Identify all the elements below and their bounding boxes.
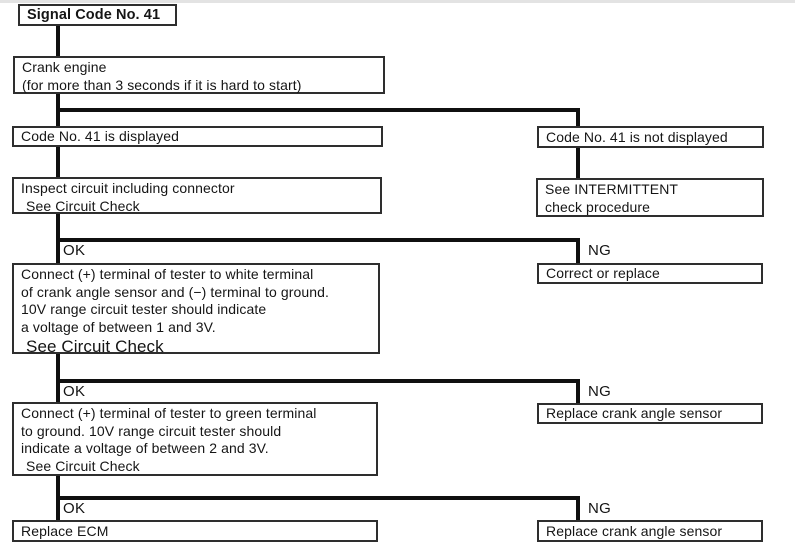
node-text-line: indicate a voltage of between 2 and 3V. [21,440,269,456]
node-text-line: Connect (+) terminal of tester to green … [21,405,317,421]
branch-line-horizontal [56,108,580,112]
node-text-line: of crank angle sensor and (−) terminal t… [21,283,330,300]
node-text-line: Connect (+) terminal of tester to white … [21,266,314,282]
branch-line-horizontal [56,496,580,500]
branch-line-horizontal [56,379,580,383]
node-text-line: Correct or replace [546,265,660,282]
node-text-line: Replace crank angle sensor [546,522,723,539]
ng-label: NG [588,500,612,517]
connector-line-vertical [576,238,580,263]
node-intermittent-check: See INTERMITTENT check procedure [536,178,764,217]
node-text-line: See Circuit Check [26,337,164,356]
node-text-line: Replace ECM [21,522,109,539]
node-text-line: Replace crank angle sensor [546,405,723,422]
node-text-line: See Circuit Check [26,457,140,474]
connector-line-vertical [576,379,580,403]
scan-artifact-top [0,0,795,3]
connector-line-vertical [576,148,580,178]
node-text-line: Code No. 41 is not displayed [546,128,728,145]
node-text-line: to ground. 10V range circuit tester shou… [21,422,282,439]
connector-line-vertical [56,25,60,57]
node-text-line: (for more than 3 seconds if it is hard t… [22,76,302,93]
ok-label: OK [63,500,86,517]
node-replace-crank-sensor-mid: Replace crank angle sensor [537,403,763,424]
connector-line-vertical [576,108,580,127]
ok-label: OK [63,383,86,400]
ok-label: OK [63,242,86,259]
node-code-displayed: Code No. 41 is displayed [12,126,383,147]
node-text-line: a voltage of between 1 and 3V. [21,318,216,335]
node-inspect-circuit: Inspect circuit including connector See … [12,177,382,214]
node-code-not-displayed: Code No. 41 is not displayed [537,126,764,148]
node-crank-engine: Crank engine (for more than 3 seconds if… [13,56,385,94]
node-text-line: See Circuit Check [26,197,140,214]
node-replace-ecm: Replace ECM [12,520,378,542]
branch-line-horizontal [56,238,580,242]
node-text-line: check procedure [545,198,651,215]
ng-label: NG [588,242,612,259]
node-text-line: See INTERMITTENT [545,181,679,197]
node-signal-code-title: Signal Code No. 41 [18,4,177,26]
node-text-line: Crank engine [22,59,107,75]
connector-line-vertical [56,146,60,178]
connector-line-vertical [576,496,580,520]
ng-label: NG [588,383,612,400]
node-text-line: Code No. 41 is displayed [21,128,180,145]
node-test-green-terminal: Connect (+) terminal of tester to green … [12,402,378,476]
node-test-white-terminal: Connect (+) terminal of tester to white … [12,263,380,356]
node-text-line: Signal Code No. 41 [27,6,161,23]
node-replace-crank-sensor-bottom: Replace crank angle sensor [537,520,763,542]
node-correct-or-replace: Correct or replace [537,263,763,284]
node-text-line: 10V range circuit tester should indicate [21,301,267,317]
node-text-line: Inspect circuit including connector [21,180,235,196]
connector-line-vertical [56,353,60,403]
